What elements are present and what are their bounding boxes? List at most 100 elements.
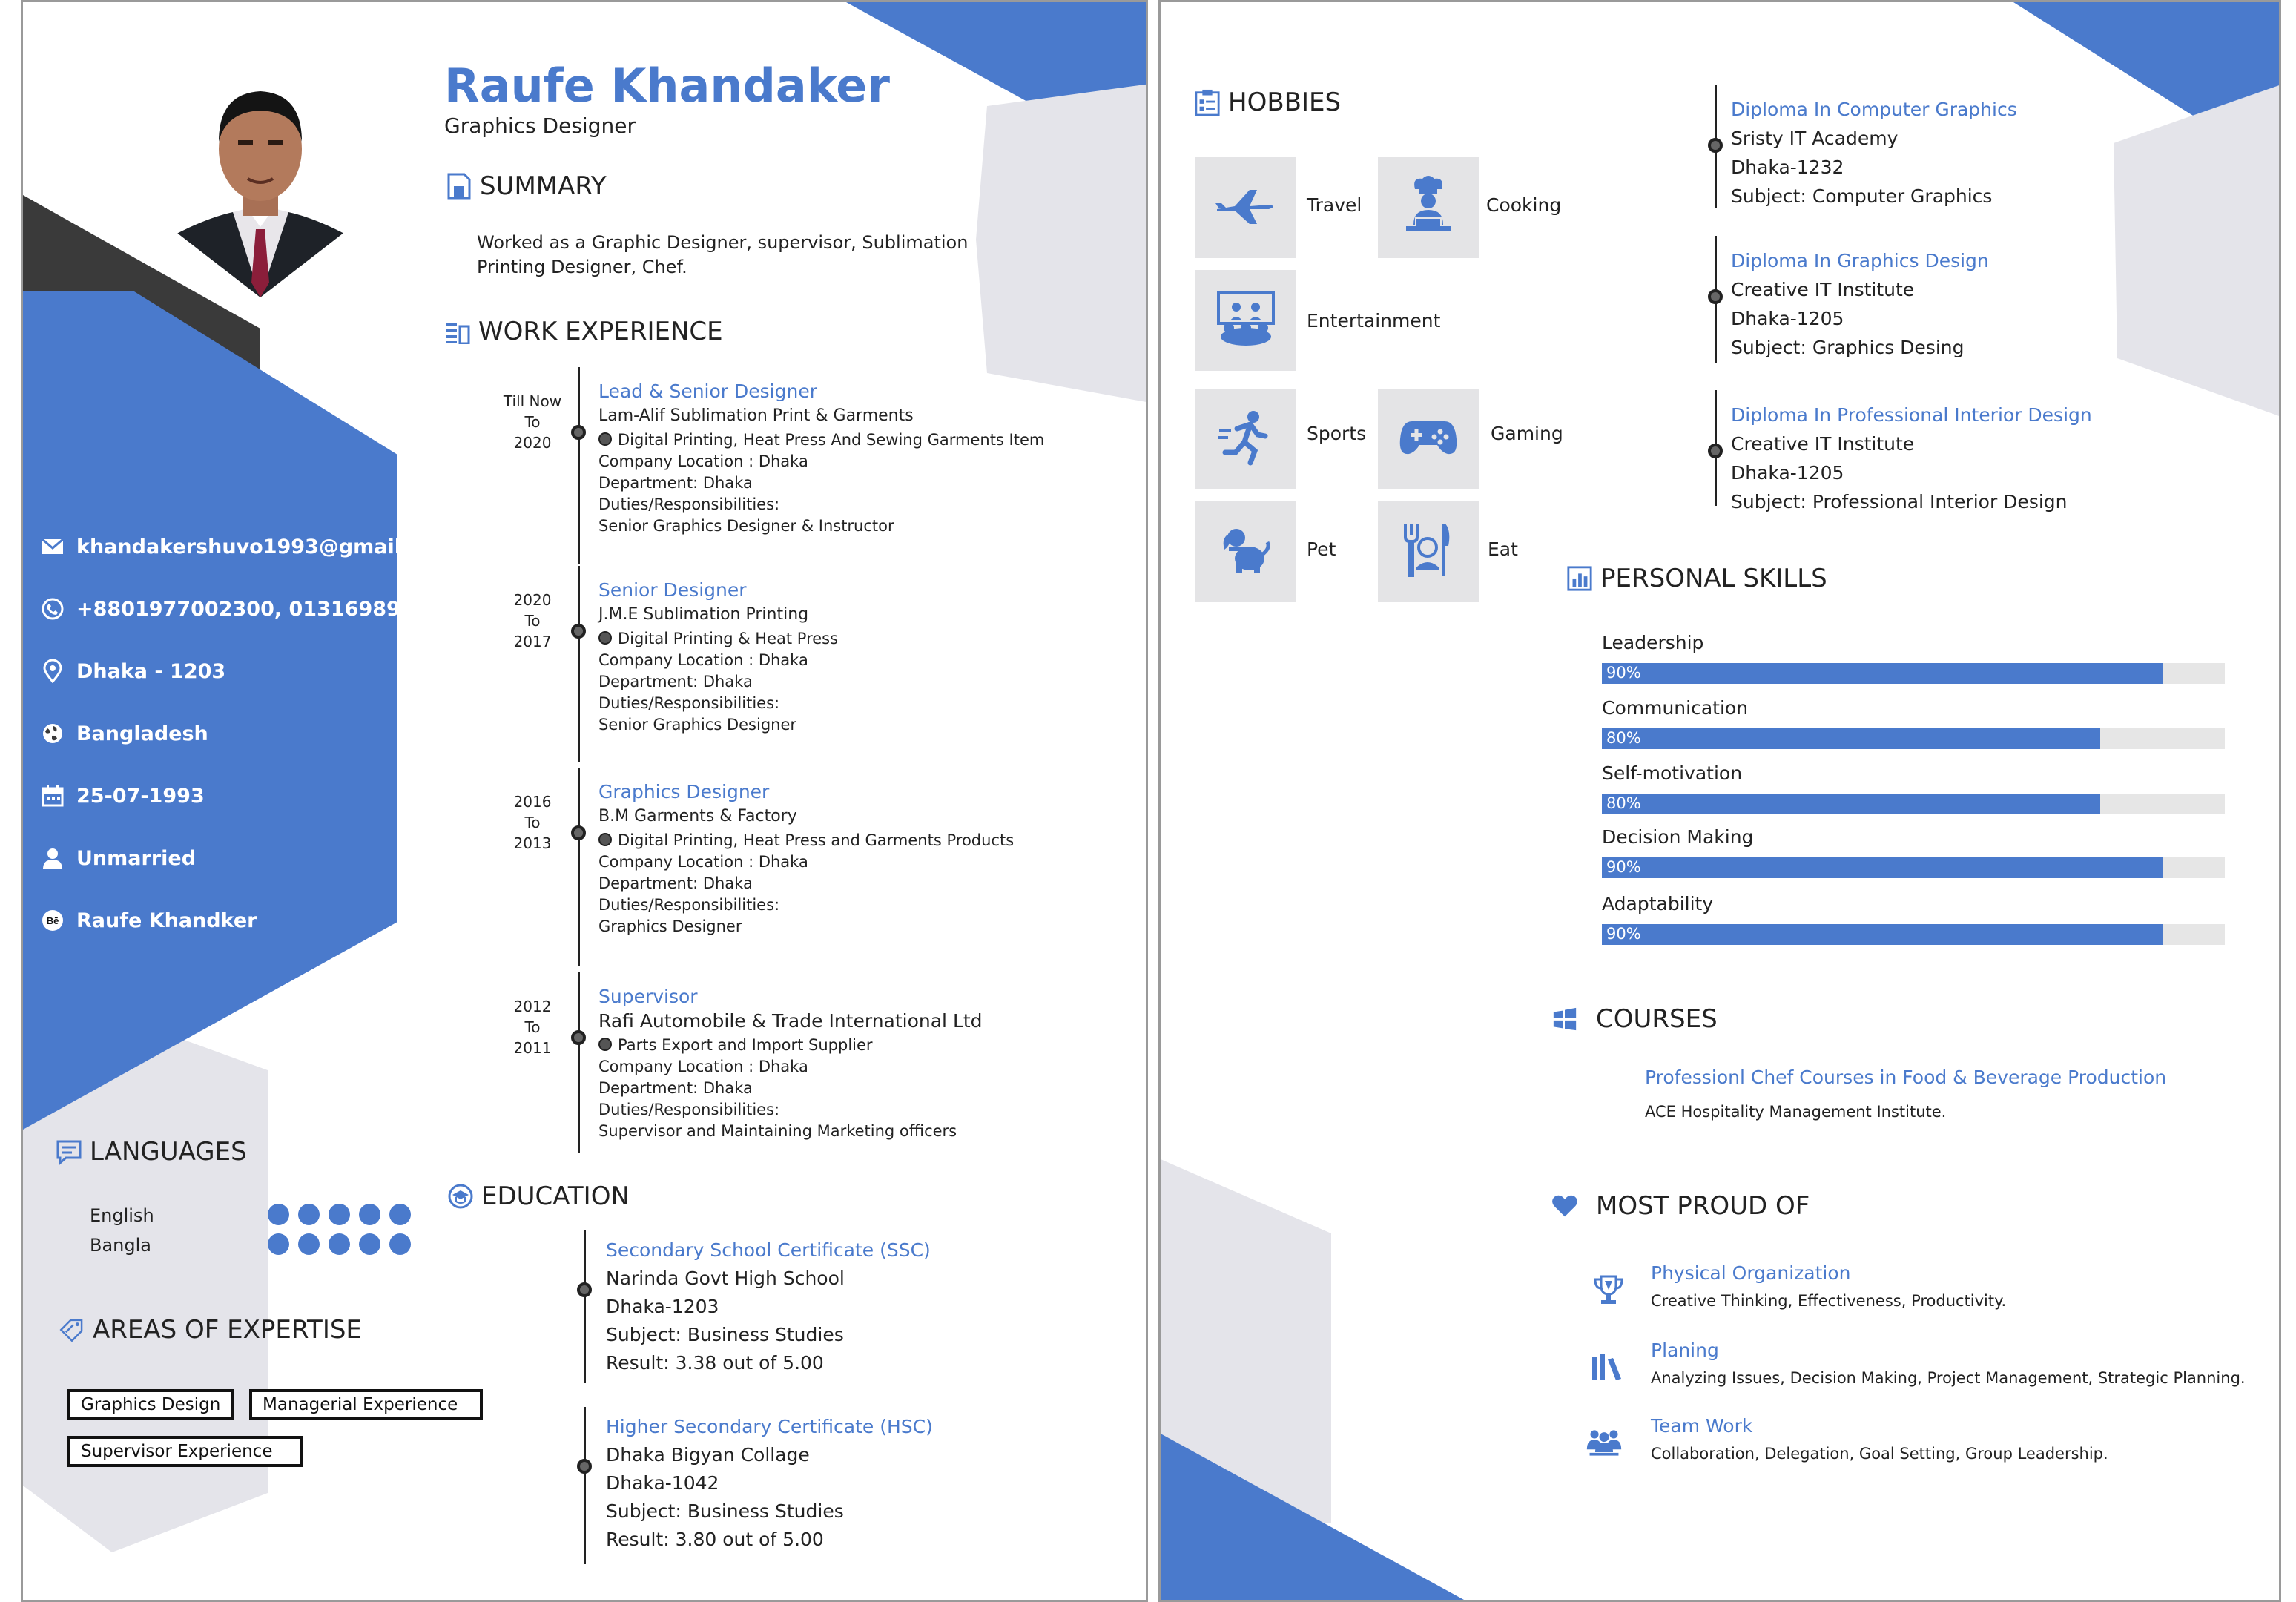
books-icon	[1589, 1348, 1626, 1385]
timeline-line	[578, 768, 580, 966]
behance-icon: Bē	[41, 909, 65, 932]
timeline-dot	[571, 1030, 586, 1045]
bar-chart-icon	[1566, 565, 1593, 592]
skill-bar-track: 90%	[1602, 924, 2225, 945]
phone-icon	[41, 597, 65, 621]
diploma-title: Diploma In Graphics Design	[1731, 250, 1989, 271]
education-detail: Narinda Govt High School	[606, 1268, 845, 1289]
language-level-dots	[268, 1233, 411, 1255]
skill-bar-fill: 80%	[1602, 794, 2100, 814]
level-dot	[298, 1233, 320, 1255]
skill-bar-track: 90%	[1602, 857, 2225, 878]
timeline-dot	[571, 425, 586, 440]
diploma-detail: Subject: Graphics Desing	[1731, 337, 1965, 358]
job-detail: Parts Export and Import Supplier	[598, 1035, 983, 1056]
job-detail: Company Location : Dhaka	[598, 853, 808, 871]
language-name: Bangla	[90, 1235, 151, 1256]
team-icon	[1586, 1424, 1623, 1461]
skill-bar-track: 80%	[1602, 794, 2225, 814]
skills-title: PERSONAL SKILLS	[1600, 564, 1827, 593]
level-dot	[329, 1204, 350, 1225]
running-icon	[1216, 408, 1276, 470]
level-dot	[298, 1204, 320, 1225]
diploma-detail: Creative IT Institute	[1731, 279, 1915, 300]
user-icon	[41, 846, 65, 870]
heart-icon	[1551, 1193, 1578, 1219]
diploma-detail: Dhaka-1205	[1731, 462, 1844, 484]
diploma-detail: Dhaka-1232	[1731, 156, 1844, 178]
education-entry: Higher Secondary Certificate (HSC) Dhaka …	[606, 1413, 933, 1554]
person-role: Graphics Designer	[444, 113, 636, 138]
job-detail: Duties/Responsibilities:	[598, 495, 780, 513]
tags-icon	[59, 1316, 85, 1343]
diploma-title: Diploma In Professional Interior Design	[1731, 404, 2092, 426]
education-title: EDUCATION	[481, 1181, 630, 1211]
hobbies-heading: HOBBIES	[1194, 88, 1341, 117]
hobby-label: Eat	[1488, 538, 1518, 560]
courses-title: COURSES	[1596, 1004, 1718, 1034]
expertise-tag: Managerial Experience	[249, 1389, 483, 1420]
hobby-label: Travel	[1307, 194, 1362, 216]
contact-text: Unmarried	[76, 846, 197, 870]
job-date-line: 2020	[513, 591, 552, 609]
work-title: WORK EXPERIENCE	[478, 317, 723, 346]
proud-title: MOST PROUD OF	[1596, 1191, 1810, 1221]
dining-icon	[1402, 521, 1454, 583]
job-detail: Duties/Responsibilities:	[598, 1101, 780, 1118]
hobby-tile	[1195, 270, 1296, 371]
skill-percent: 80%	[1606, 794, 1641, 812]
education-detail: Dhaka-1203	[606, 1296, 719, 1317]
contact-row: Bangladesh	[41, 717, 208, 750]
skill-percent: 90%	[1606, 925, 1641, 943]
timeline-line	[584, 1230, 586, 1383]
proud-title: Planing	[1651, 1339, 1719, 1361]
course-title: Professionl Chef Courses in Food & Bever…	[1645, 1067, 2167, 1088]
proud-subtitle: Collaboration, Delegation, Goal Setting,…	[1651, 1445, 2108, 1463]
timeline-dot	[1708, 289, 1723, 304]
job-title: Supervisor	[598, 986, 698, 1007]
contact-row: +8801977002300, 01316989757	[41, 593, 442, 625]
timeline-line	[578, 972, 580, 1153]
skill-name: Adaptability	[1602, 893, 1714, 914]
envelope-icon	[41, 535, 65, 558]
work-heading: WORK EXPERIENCE	[444, 317, 723, 346]
expertise-title: AREAS OF EXPERTISE	[93, 1315, 362, 1345]
document-icon	[446, 173, 472, 200]
timeline-dot	[577, 1459, 592, 1474]
windows-icon	[1551, 1006, 1578, 1032]
gamepad-icon	[1399, 417, 1458, 461]
job-detail: Company Location : Dhaka	[598, 1058, 808, 1075]
job-date-line: 2016	[513, 793, 552, 811]
location-pin-icon	[41, 659, 65, 683]
summary-text: Worked as a Graphic Designer, supervisor…	[477, 232, 969, 277]
skill-name: Communication	[1602, 697, 1749, 719]
level-dot	[389, 1204, 411, 1225]
svg-text:Bē: Bē	[47, 915, 59, 926]
proud-title: Team Work	[1651, 1415, 1753, 1437]
education-detail: Dhaka Bigyan Collage	[606, 1444, 810, 1466]
clipboard-icon	[1194, 89, 1221, 116]
hobby-tile	[1195, 501, 1296, 602]
education-detail: Result: 3.38 out of 5.00	[606, 1352, 824, 1374]
hobby-label: Pet	[1307, 538, 1336, 560]
education-title: Higher Secondary Certificate (HSC)	[606, 1416, 933, 1437]
job-detail: Supervisor and Maintaining Marketing off…	[598, 1122, 957, 1140]
hobby-label: Cooking	[1486, 194, 1562, 216]
job-title: Graphics Designer	[598, 781, 770, 802]
job-detail: Department: Dhaka	[598, 673, 753, 690]
contact-text: Dhaka - 1203	[76, 659, 226, 683]
globe-icon	[41, 722, 65, 745]
education-detail: Dhaka-1042	[606, 1472, 719, 1494]
hobby-tile	[1378, 157, 1479, 258]
language-level-dots	[268, 1204, 411, 1225]
proud-title: Physical Organization	[1651, 1262, 1851, 1284]
diploma-detail: Subject: Computer Graphics	[1731, 185, 1993, 207]
education-entry: Secondary School Certificate (SSC)Narind…	[606, 1236, 931, 1377]
courses-heading: COURSES	[1551, 1004, 1718, 1034]
